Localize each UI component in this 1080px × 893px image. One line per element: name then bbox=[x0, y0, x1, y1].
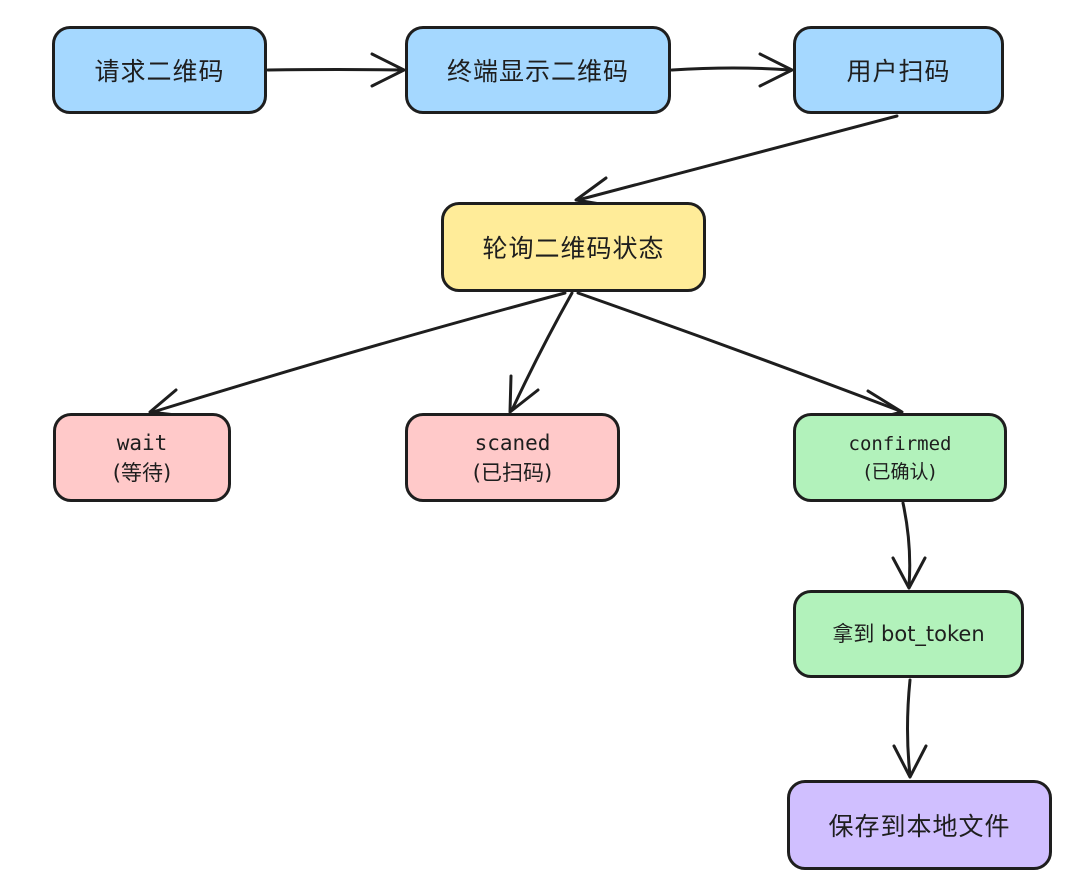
node-poll-status-label: 轮询二维码状态 bbox=[482, 234, 665, 263]
node-request-qr: 请求二维码 bbox=[52, 26, 267, 114]
node-save-local-label: 保存到本地文件 bbox=[828, 812, 1011, 841]
edge-terminal-to-scan bbox=[670, 66, 792, 72]
arrowhead-poll-to-scaned bbox=[508, 374, 540, 414]
node-scaned-label-zh: (已扫码) bbox=[472, 460, 553, 485]
node-wait-label-en: wait bbox=[116, 430, 168, 455]
node-get-token: 拿到 bot_token bbox=[793, 590, 1024, 678]
node-scaned: scaned (已扫码) bbox=[405, 413, 620, 502]
arrowhead-terminal-to-scan bbox=[758, 52, 794, 88]
node-user-scan-label: 用户扫码 bbox=[846, 57, 951, 86]
edge-confirmed-to-token bbox=[901, 501, 912, 588]
node-confirmed-label-en: confirmed bbox=[848, 432, 952, 455]
arrowhead-request-to-terminal bbox=[370, 52, 406, 88]
node-scaned-label-en: scaned bbox=[474, 430, 551, 455]
arrowhead-confirmed-to-token bbox=[891, 556, 927, 590]
node-wait-label-zh: (等待) bbox=[112, 460, 172, 485]
node-confirmed-label-zh: (已确认) bbox=[864, 460, 936, 483]
node-wait: wait (等待) bbox=[53, 413, 231, 502]
node-request-qr-label: 请求二维码 bbox=[94, 57, 225, 86]
node-poll-status: 轮询二维码状态 bbox=[441, 202, 706, 292]
arrowhead-token-to-save bbox=[892, 744, 928, 779]
edge-poll-to-scaned bbox=[510, 291, 574, 412]
node-get-token-label: 拿到 bot_token bbox=[832, 622, 985, 646]
edge-scan-to-poll bbox=[576, 114, 899, 202]
node-terminal-show-qr-label: 终端显示二维码 bbox=[446, 57, 629, 86]
edge-poll-to-wait bbox=[151, 291, 567, 414]
node-terminal-show-qr: 终端显示二维码 bbox=[405, 26, 671, 114]
edge-poll-to-confirmed bbox=[576, 291, 902, 413]
node-save-local: 保存到本地文件 bbox=[787, 780, 1052, 870]
node-confirmed: confirmed (已确认) bbox=[793, 413, 1007, 502]
edge-token-to-save bbox=[906, 678, 912, 777]
edge-request-to-terminal bbox=[266, 68, 404, 72]
node-user-scan: 用户扫码 bbox=[793, 26, 1004, 114]
